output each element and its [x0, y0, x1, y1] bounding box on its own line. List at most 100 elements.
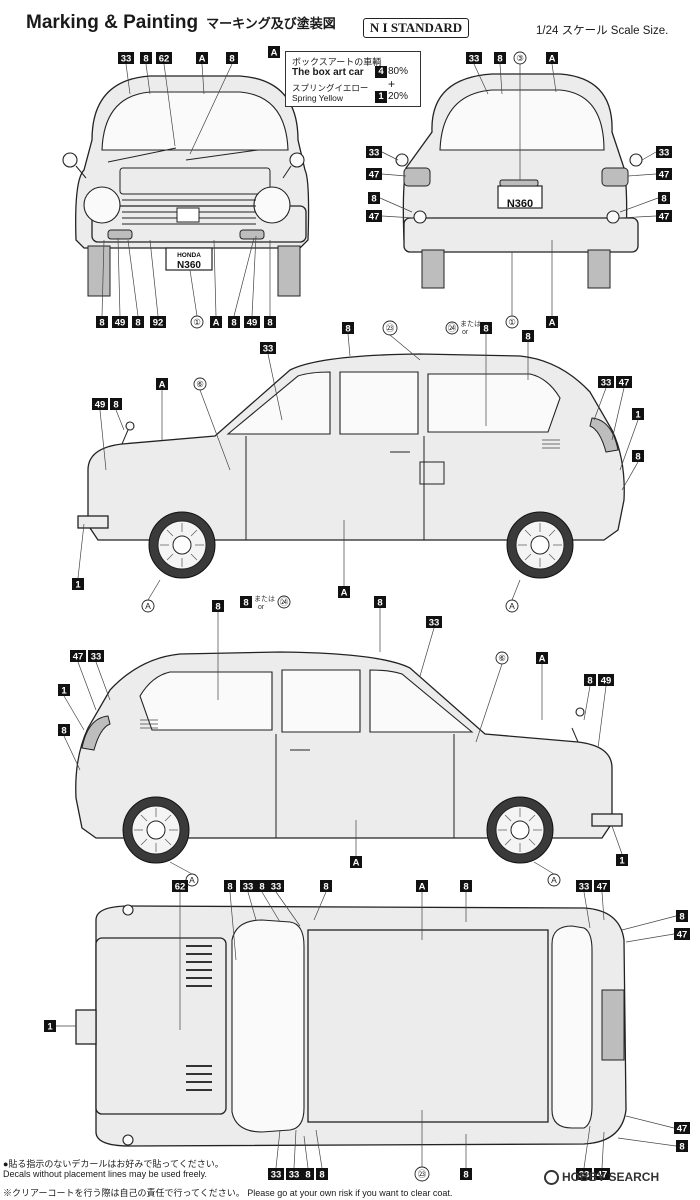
label-text: 33: [271, 1170, 282, 1181]
label-text: 49: [247, 318, 258, 329]
side-view-right: [75, 651, 623, 864]
label-box: 47: [674, 928, 690, 941]
label-circle: ⑥: [495, 651, 509, 665]
label-box: 33: [118, 52, 134, 65]
label-box: 49: [112, 316, 128, 329]
label-text: 8: [679, 1142, 684, 1153]
label-box: 8: [224, 880, 236, 893]
label-text: 33: [121, 54, 132, 65]
label-box: 8: [264, 316, 276, 329]
label-text: 8: [61, 726, 66, 737]
color-percent: 80%: [388, 66, 409, 77]
label-text: 49: [115, 318, 126, 329]
label-box: 47: [674, 1122, 690, 1135]
front-view: HONDA N360: [62, 75, 310, 297]
footer-note-en: Decals without placement lines may be us…: [3, 1169, 207, 1179]
watermark-icon: [544, 1170, 559, 1186]
label-box: 8: [226, 52, 238, 65]
label-box: A: [338, 586, 350, 599]
label-box: 49: [598, 674, 614, 687]
label-text: A: [549, 54, 556, 65]
label-text: A: [159, 380, 166, 391]
label-text: 33: [289, 1170, 300, 1181]
label-text: 33: [579, 1170, 590, 1181]
label-box: 47: [594, 880, 610, 893]
label-text: 47: [659, 212, 670, 223]
label-text: 1: [61, 686, 67, 697]
label-text: 8: [371, 194, 376, 205]
label-text: 47: [369, 212, 380, 223]
label-text: 8: [229, 54, 234, 65]
label-circle: ㉔: [445, 321, 459, 335]
top-view: [75, 904, 627, 1147]
label-text: 49: [601, 676, 612, 687]
label-text: 8: [497, 54, 502, 65]
label-text: 33: [369, 148, 380, 159]
label-text: ⑥: [196, 379, 204, 389]
label-text: 8: [267, 318, 272, 329]
label-text: 8: [463, 1170, 468, 1181]
footer-clear-coat-note: ※クリアーコートを行う際は自己の責任で行ってください。 Please go at…: [3, 1188, 453, 1198]
label-box: 8: [320, 880, 332, 893]
front-plate-brand: HONDA: [177, 252, 201, 259]
label-box: 8: [240, 596, 252, 609]
label-box: 33: [576, 1168, 592, 1181]
label-box: 8: [342, 322, 354, 335]
label-text: 8: [679, 912, 684, 923]
label-text: 33: [429, 618, 440, 629]
label-box: 33: [260, 342, 276, 355]
svg-text:A: A: [271, 48, 278, 59]
label-box: 8: [368, 192, 380, 205]
label-box: 49: [92, 398, 108, 411]
color-code-badge: 4: [375, 66, 387, 78]
label-text: A: [539, 654, 546, 665]
label-box: 47: [366, 210, 382, 223]
color-name-jp: スプリングイエロー: [292, 83, 369, 93]
label-text: 1: [635, 410, 641, 421]
label-text: 33: [659, 148, 670, 159]
label-text: 8: [231, 318, 236, 329]
label-text: A: [551, 875, 557, 885]
label-box: 33: [466, 52, 482, 65]
label-box: 33: [286, 1168, 302, 1181]
label-box: A: [546, 316, 558, 329]
label-box: 8: [110, 398, 122, 411]
label-box: 33: [88, 650, 104, 663]
label-text: 8: [345, 324, 350, 335]
label-box: A: [156, 378, 168, 391]
standard-label: N I STANDARD: [363, 18, 469, 38]
label-text: 33: [243, 882, 254, 893]
label-box: 8: [58, 724, 70, 737]
or-en: or: [462, 329, 469, 336]
label-text: A: [549, 318, 556, 329]
label-text: A: [199, 54, 206, 65]
label-text: 47: [597, 1170, 608, 1181]
label-box: 1: [58, 684, 70, 697]
label-text: 8: [259, 882, 264, 893]
color-code-badge: 1: [375, 91, 387, 103]
label-text: 47: [677, 930, 688, 941]
label-text: 8: [377, 598, 382, 609]
label-text: 47: [597, 882, 608, 893]
label-box: A: [210, 316, 222, 329]
title-en: Marking & Painting: [26, 12, 199, 33]
label-box: A: [536, 652, 548, 665]
label-circle: A: [547, 873, 561, 887]
rear-view: N360: [395, 73, 643, 289]
label-text: 62: [175, 882, 186, 893]
label-text: 8: [227, 882, 232, 893]
label-box: 92: [150, 316, 166, 329]
label-box: 1: [632, 408, 644, 421]
label-text: 8: [135, 318, 140, 329]
label-circle: ①: [505, 315, 519, 329]
label-box: 8: [494, 52, 506, 65]
label-text: 8: [99, 318, 104, 329]
label-text: 8: [113, 400, 118, 411]
label-text: A: [419, 882, 426, 893]
label-text: 33: [271, 882, 282, 893]
label-box: 8: [256, 880, 268, 893]
label-text: A: [341, 588, 348, 599]
box-art-title-en: The box art car: [292, 67, 364, 78]
